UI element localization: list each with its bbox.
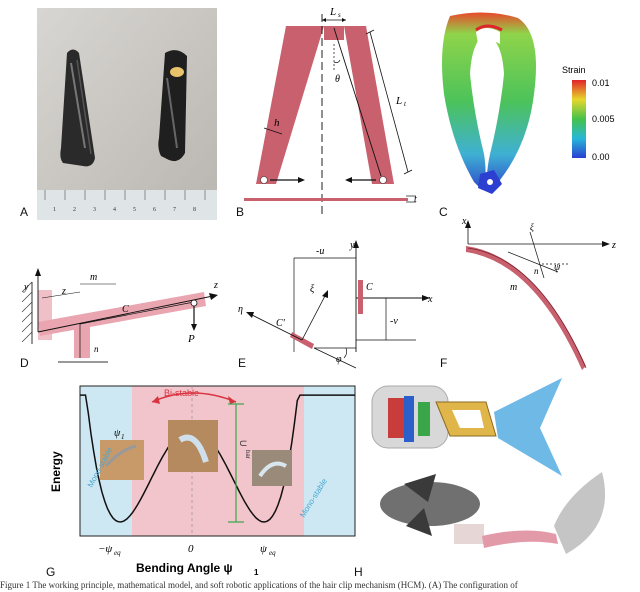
label-m: m xyxy=(510,282,517,293)
ubar-label: U xyxy=(238,440,248,447)
x-tick-sub: eq xyxy=(269,549,276,557)
axis-y: y xyxy=(23,282,29,293)
label-phi: φ xyxy=(336,354,342,365)
x-tick: ψ xyxy=(260,543,267,555)
strain-colorbar xyxy=(572,80,586,158)
strain-legend-title: Strain xyxy=(562,65,586,75)
label-p: P xyxy=(187,333,195,345)
panel-label-h: H xyxy=(354,565,363,579)
panel-label-d: D xyxy=(20,356,29,370)
ruler-number: 7 xyxy=(173,207,176,213)
label-c: C xyxy=(366,282,373,293)
panel-e-coordinates: y x -u -v C C' ξ η φ xyxy=(236,232,442,372)
x-tick-sub: eq xyxy=(114,549,121,557)
axis-x: x xyxy=(427,294,433,305)
label-lt: L xyxy=(395,95,402,107)
x-tick: −ψ xyxy=(98,543,112,555)
axis-z: z xyxy=(611,240,616,251)
ruler-number: 2 xyxy=(73,207,76,213)
energy-plot: Bi-stable U bar ψ 1 Mono-stable Mono-sta… xyxy=(49,385,356,577)
inset-photo-center xyxy=(168,420,218,472)
panel-a-photo: 1 2 3 4 5 6 7 8 xyxy=(37,8,217,220)
inset-photo-right xyxy=(252,450,292,486)
inset-photo-left xyxy=(100,440,144,480)
label-u: -u xyxy=(316,246,324,257)
label-psi: ψ xyxy=(554,262,561,273)
ruler-number: 1 xyxy=(53,207,56,213)
label-xi: ξ xyxy=(310,284,315,295)
figure-caption: Figure 1 The working principle, mathemat… xyxy=(0,580,518,590)
label-v: -v xyxy=(390,316,398,327)
label-m: m xyxy=(90,272,97,283)
label-c-prime: C' xyxy=(276,318,286,329)
panel-label-f: F xyxy=(440,356,448,370)
x-axis-label-sub: 1 xyxy=(254,568,259,577)
panel-label-g: G xyxy=(46,565,56,579)
panel-h-robotic-fish xyxy=(366,376,636,576)
y-axis-label: Energy xyxy=(49,451,63,492)
strain-tick: 0.01 xyxy=(592,78,610,88)
panel-label-b: B xyxy=(236,205,245,219)
label-theta: θ xyxy=(335,74,340,85)
ruler-number: 4 xyxy=(113,207,116,213)
label-lt-sub: t xyxy=(404,100,407,108)
panel-label-a: A xyxy=(20,205,29,219)
label-c: C xyxy=(122,304,129,315)
bistable-label: Bi-stable xyxy=(164,388,199,398)
panel-d-beam-model: y z z m C P n xyxy=(18,232,230,372)
ruler-number: 3 xyxy=(93,207,96,213)
label-z: z xyxy=(61,286,66,297)
label-h: h xyxy=(274,117,280,129)
label-xi: ξ xyxy=(530,222,534,232)
label-n: n xyxy=(94,344,99,354)
strain-tick: 0.005 xyxy=(592,114,615,124)
psi1-sub: 1 xyxy=(121,433,125,441)
x-axis-label: Bending Angle ψ xyxy=(136,561,233,575)
label-eta: η xyxy=(238,304,243,315)
ruler-number: 6 xyxy=(153,207,156,213)
strain-tick: 0.00 xyxy=(592,152,610,162)
ruler-number: 8 xyxy=(193,207,196,213)
ubar-sub: bar xyxy=(244,450,250,459)
panel-b-schematic: L s L t h θ t xyxy=(236,4,422,220)
panel-c-strain-plot: Strain 0.01 0.005 0.00 xyxy=(430,4,636,220)
hair-clips-photo: 1 2 3 4 5 6 7 8 xyxy=(37,8,217,220)
panel-g-energy-chart: Bi-stable U bar ψ 1 Mono-stable Mono-sta… xyxy=(40,380,360,578)
axis-y: y xyxy=(349,240,355,251)
label-ls: L xyxy=(329,6,336,18)
panel-f-deformed-beam: x z ξ n m ψ xyxy=(446,216,640,376)
panel-label-c: C xyxy=(439,205,448,219)
axis-x: x xyxy=(461,216,467,227)
x-tick: 0 xyxy=(188,543,194,555)
psi1-label: ψ xyxy=(114,428,121,439)
ruler-number: 5 xyxy=(133,207,136,213)
label-n: n xyxy=(534,266,539,276)
axis-z: z xyxy=(213,280,218,291)
label-t: t xyxy=(414,194,417,205)
panel-label-e: E xyxy=(238,356,247,370)
label-ls-sub: s xyxy=(338,11,341,19)
